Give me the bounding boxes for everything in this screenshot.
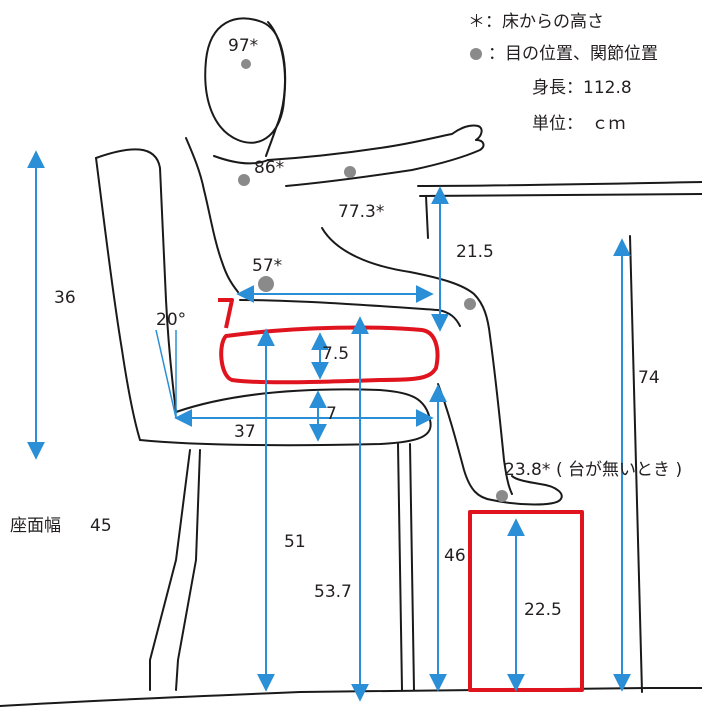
table-top bbox=[417, 181, 702, 187]
legend-joint-note: ：目の位置、関節位置 bbox=[488, 44, 658, 64]
floor-line bbox=[0, 687, 702, 707]
knee-point-marker bbox=[464, 298, 476, 310]
shin-back-outline bbox=[437, 383, 493, 501]
shoulder-height-label: 86* bbox=[254, 158, 285, 178]
pad-highlight bbox=[218, 298, 234, 329]
table-gap-label: 21.5 bbox=[456, 242, 494, 262]
shin-front-outline bbox=[489, 335, 513, 495]
hair-outline bbox=[265, 21, 286, 157]
arm-upper-outline bbox=[267, 124, 483, 161]
seat-depth-label: 37 bbox=[234, 422, 256, 442]
seat-width-label: 座面幅 bbox=[10, 516, 61, 536]
footrest-height-label: 22.5 bbox=[524, 600, 562, 620]
seat-height-label: 51 bbox=[284, 532, 306, 552]
seat-thickness-label: 7 bbox=[326, 404, 337, 424]
chair-backrest-outline bbox=[95, 148, 177, 413]
footrest-box bbox=[468, 510, 584, 692]
legend-height-note: ＊：床からの高さ bbox=[468, 12, 604, 32]
elbow-point-marker bbox=[344, 166, 356, 178]
back-outline bbox=[185, 137, 239, 293]
chair-backrest-front bbox=[95, 157, 141, 441]
recline-angle-guide bbox=[155, 329, 177, 419]
cushion-top-height-label: 53.7 bbox=[314, 582, 352, 602]
table-height-label: 74 bbox=[638, 368, 660, 388]
recline-angle-label: 20° bbox=[156, 310, 187, 330]
ankle-point-marker bbox=[496, 490, 508, 502]
eye-point-marker bbox=[241, 59, 251, 69]
thigh-under-outline bbox=[239, 299, 461, 327]
chair-back-leg-2 bbox=[175, 449, 201, 691]
arm-lower-outline bbox=[285, 139, 485, 187]
hip-point-marker bbox=[258, 276, 274, 292]
legend-height-label: 身長：112.8 bbox=[532, 78, 632, 98]
seat-width-value: 45 bbox=[90, 516, 112, 536]
thigh-height-label: 57* bbox=[252, 256, 283, 276]
table-top-lower bbox=[419, 193, 702, 197]
elbow-height-label: 77.3* bbox=[338, 202, 385, 222]
chair-back-leg bbox=[149, 449, 191, 691]
seat-front-height-label: 46 bbox=[444, 546, 466, 566]
chair-front-leg bbox=[397, 443, 403, 691]
table-leg bbox=[629, 235, 643, 693]
cushion-thickness-label: 7.5 bbox=[322, 344, 350, 364]
ankle-note-label: ( 台が無いとき ) bbox=[556, 460, 683, 480]
backrest-height-label: 36 bbox=[54, 288, 76, 308]
ankle-height-label: 23.8* bbox=[504, 460, 551, 480]
chair-front-leg-2 bbox=[409, 443, 415, 691]
eye-height-label: 97* bbox=[228, 36, 259, 56]
chest-outline bbox=[213, 155, 269, 165]
legend-unit-label: 単位： ｃｍ bbox=[532, 114, 626, 134]
shoulder-point-marker bbox=[238, 174, 250, 186]
foot-outline bbox=[491, 475, 563, 506]
table-edge bbox=[425, 195, 429, 239]
legend-joint-marker bbox=[470, 48, 482, 60]
